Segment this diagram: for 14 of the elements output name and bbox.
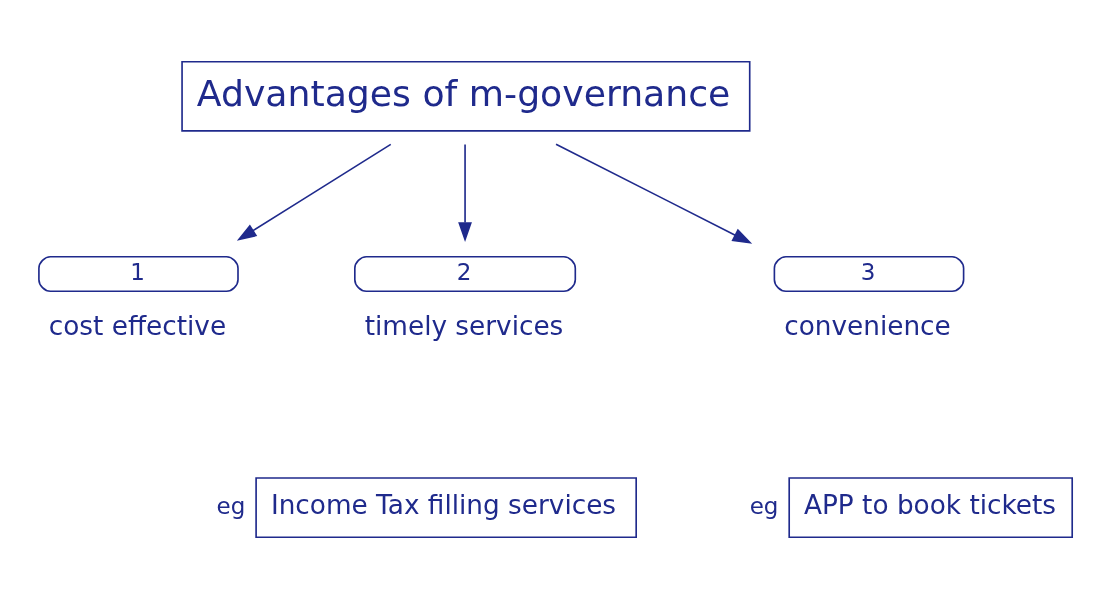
node-box: 1 bbox=[38, 255, 239, 293]
node-box: 3 bbox=[773, 255, 965, 293]
arrow bbox=[236, 143, 392, 241]
arrow bbox=[555, 143, 753, 244]
node-label: convenience bbox=[784, 311, 951, 342]
node-box: APP to book tickets bbox=[788, 477, 1074, 539]
node-label: timely services bbox=[364, 311, 564, 342]
node-box: Income Tax filling services bbox=[255, 477, 637, 539]
arrow bbox=[458, 143, 472, 242]
node-label: cost effective bbox=[48, 311, 227, 342]
node-label: eg bbox=[749, 492, 779, 519]
node-box: 2 bbox=[354, 255, 577, 293]
node-box: Advantages of m-governance bbox=[181, 60, 751, 132]
node-label: eg bbox=[216, 492, 246, 519]
